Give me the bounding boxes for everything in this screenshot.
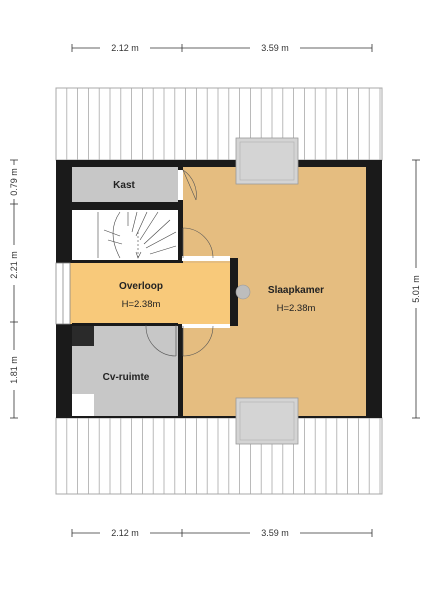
roof-window-bottom bbox=[235, 397, 299, 445]
room-overloop-floor bbox=[70, 263, 230, 324]
room-kast-floor bbox=[72, 167, 178, 202]
dim-left-mid: 2.21 m bbox=[9, 251, 19, 279]
room-kast-label: Kast bbox=[113, 180, 135, 191]
dim-right-total: 5.01 m bbox=[411, 275, 421, 303]
dimension-bottom: 2.12 m 3.59 m bbox=[71, 527, 373, 539]
dim-bottom-left: 2.12 m bbox=[111, 528, 139, 538]
room-slaapkamer-height: H=2.38m bbox=[277, 303, 316, 314]
dim-top-left: 2.12 m bbox=[111, 43, 139, 53]
roof-bottom bbox=[55, 417, 383, 495]
door-bedroom-upper bbox=[182, 227, 230, 261]
skylight-fixture bbox=[235, 284, 251, 300]
roof-top bbox=[55, 87, 383, 161]
room-stair-floor bbox=[72, 210, 178, 260]
room-cv-label: Cv-ruimte bbox=[103, 372, 150, 383]
dimension-right: 5.01 m bbox=[410, 159, 422, 419]
room-overloop-label: Overloop bbox=[119, 281, 163, 292]
door-bedroom-lower bbox=[182, 324, 230, 357]
room-overloop-height: H=2.38m bbox=[122, 299, 161, 310]
dim-left-bottom: 1.81 m bbox=[9, 356, 19, 384]
dimension-left: 0.79 m 2.21 m 1.81 m bbox=[8, 159, 20, 419]
roof-window-top bbox=[235, 137, 299, 185]
dim-top-right: 3.59 m bbox=[261, 43, 289, 53]
chimney bbox=[230, 258, 238, 326]
door-cv bbox=[145, 324, 177, 357]
staircase bbox=[97, 211, 177, 259]
cv-unit bbox=[72, 326, 94, 346]
dimension-top: 2.12 m 3.59 m bbox=[71, 42, 373, 54]
dim-left-top: 0.79 m bbox=[9, 168, 19, 196]
room-slaapkamer-label: Slaapkamer bbox=[268, 285, 324, 296]
dim-bottom-right: 3.59 m bbox=[261, 528, 289, 538]
